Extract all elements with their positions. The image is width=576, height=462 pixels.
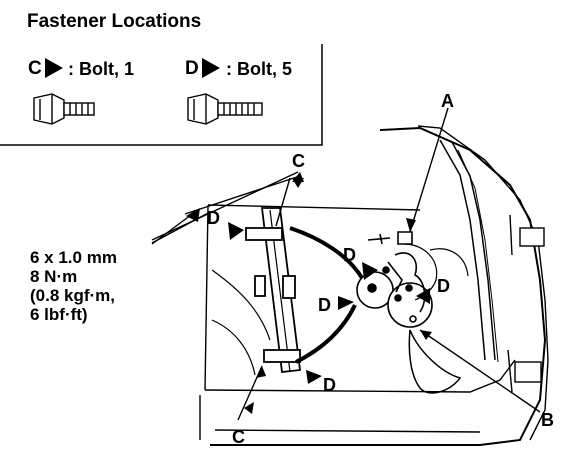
- callout-d-left-mid: D: [318, 295, 331, 315]
- callout-d-right: D: [437, 276, 450, 296]
- spec-line: 6 lbf·ft): [30, 305, 88, 324]
- window-regulator-rail: [245, 207, 302, 373]
- torque-spec: 6 x 1.0 mm 8 N·m (0.8 kgf·m, 6 lbf·ft): [30, 248, 117, 324]
- speaker-opening: [408, 248, 469, 394]
- c-location-arrows: [244, 178, 304, 414]
- callout-d-center: D: [343, 245, 356, 265]
- legend-frame: [0, 44, 323, 146]
- regulator-motor: [356, 231, 433, 328]
- door-contours: [211, 269, 271, 376]
- callout-arrows: [186, 172, 432, 378]
- regulator-arms: [289, 226, 364, 364]
- spec-line: 8 N·m: [30, 267, 78, 286]
- callout-d-bottom: D: [323, 375, 336, 395]
- legend-text-c: : Bolt, 1: [68, 59, 134, 79]
- callout-c-bottom: C: [232, 427, 245, 447]
- spec-line: (0.8 kgf·m,: [30, 286, 116, 305]
- spec-line: 6 x 1.0 mm: [30, 248, 117, 267]
- callout-c-top: C: [292, 151, 305, 171]
- callout-a: A: [441, 91, 454, 111]
- legend-text-d: : Bolt, 5: [226, 59, 292, 79]
- legend-letter-d: D: [185, 58, 199, 79]
- callout-b: B: [541, 410, 554, 430]
- bolt-c-icon: [33, 93, 95, 125]
- window-channel: [439, 139, 499, 363]
- page-title: Fastener Locations: [27, 11, 202, 32]
- door-hinges: [507, 214, 545, 393]
- callout-d-top-left: D: [207, 208, 220, 228]
- bolt-d-icon: [187, 93, 263, 125]
- legend-letter-c: C: [28, 58, 42, 79]
- legend-arrow-c: [45, 58, 63, 78]
- legend-arrow-d: [202, 58, 220, 78]
- d-location-arrows: [228, 222, 430, 384]
